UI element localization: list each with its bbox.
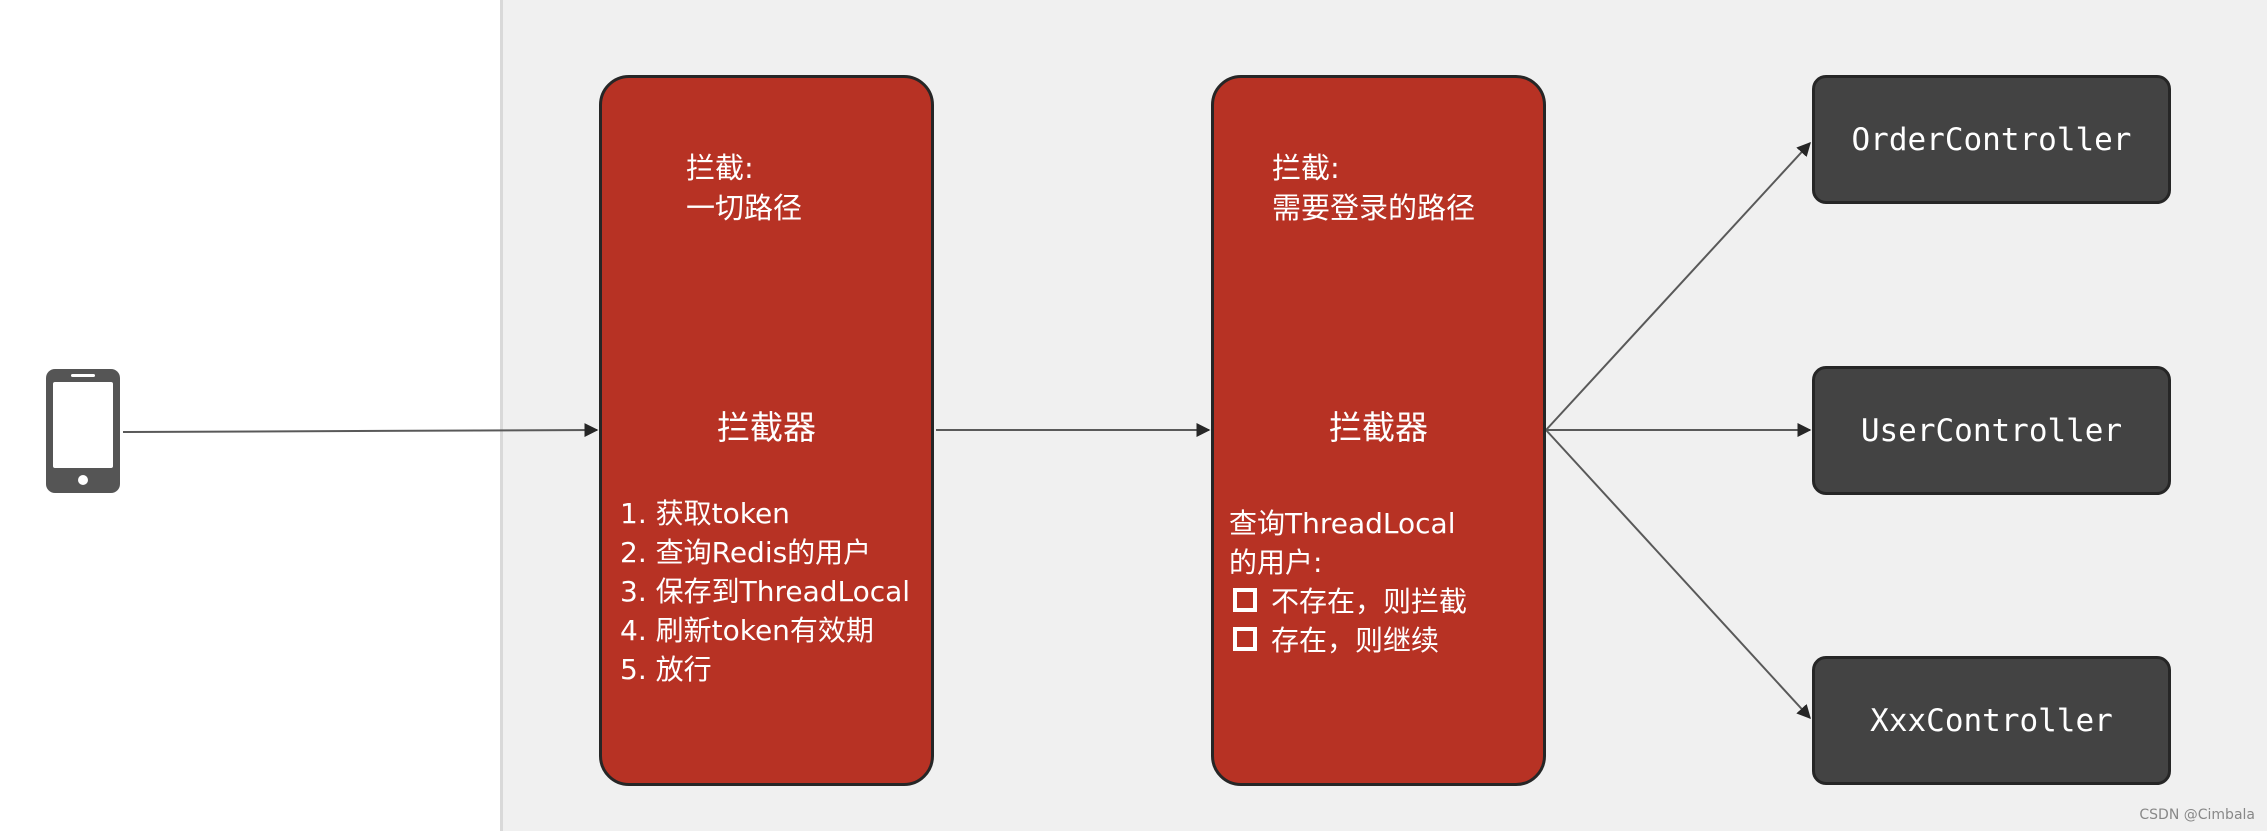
option-not-exist: 不存在，则拦截 [1229, 582, 1467, 621]
arrow-to-xxx-controller [1545, 429, 1811, 720]
watermark: CSDN @Cimbala [2139, 807, 2255, 823]
interceptor-title: 拦截器 [1329, 408, 1428, 447]
step-item: 1. 获取token [620, 497, 790, 530]
arrow-to-order-controller [1545, 141, 1811, 431]
interceptor-scope: 拦截: 一切路径 [686, 151, 803, 225]
interceptor-login-paths: 拦截: 需要登录的路径 拦截器 查询ThreadLocal 的用户: 不存在，则… [1211, 75, 1546, 786]
check-description: 查询ThreadLocal 的用户: [1229, 507, 1456, 579]
option-exist: 存在，则继续 [1229, 621, 1467, 660]
step-item: 5. 放行 [620, 653, 712, 686]
step-item: 2. 查询Redis的用户 [620, 536, 872, 569]
interceptor-all-paths: 拦截: 一切路径 拦截器 1. 获取token 2. 查询Redis的用户 3.… [599, 75, 934, 786]
interceptor-title: 拦截器 [717, 408, 816, 447]
step-item: 3. 保存到ThreadLocal [620, 575, 911, 608]
checkbox-icon [1233, 627, 1257, 651]
order-controller: OrderController [1812, 75, 2171, 204]
interceptor-steps: 1. 获取token 2. 查询Redis的用户 3. 保存到ThreadLoc… [620, 494, 910, 689]
threadlocal-check: 查询ThreadLocal 的用户: 不存在，则拦截 存在，则继续 [1229, 504, 1467, 660]
smartphone-icon [46, 369, 120, 493]
checkbox-icon [1233, 588, 1257, 612]
option-label: 不存在，则拦截 [1271, 585, 1468, 618]
arrow-client-to-interceptor1 [122, 423, 599, 438]
interceptor-scope: 拦截: 需要登录的路径 [1272, 151, 1476, 225]
xxx-controller: XxxController [1812, 656, 2171, 785]
user-controller: UserController [1812, 366, 2171, 495]
step-item: 4. 刷新token有效期 [620, 614, 874, 647]
panel-divider [500, 0, 503, 831]
option-label: 存在，则继续 [1271, 624, 1440, 657]
